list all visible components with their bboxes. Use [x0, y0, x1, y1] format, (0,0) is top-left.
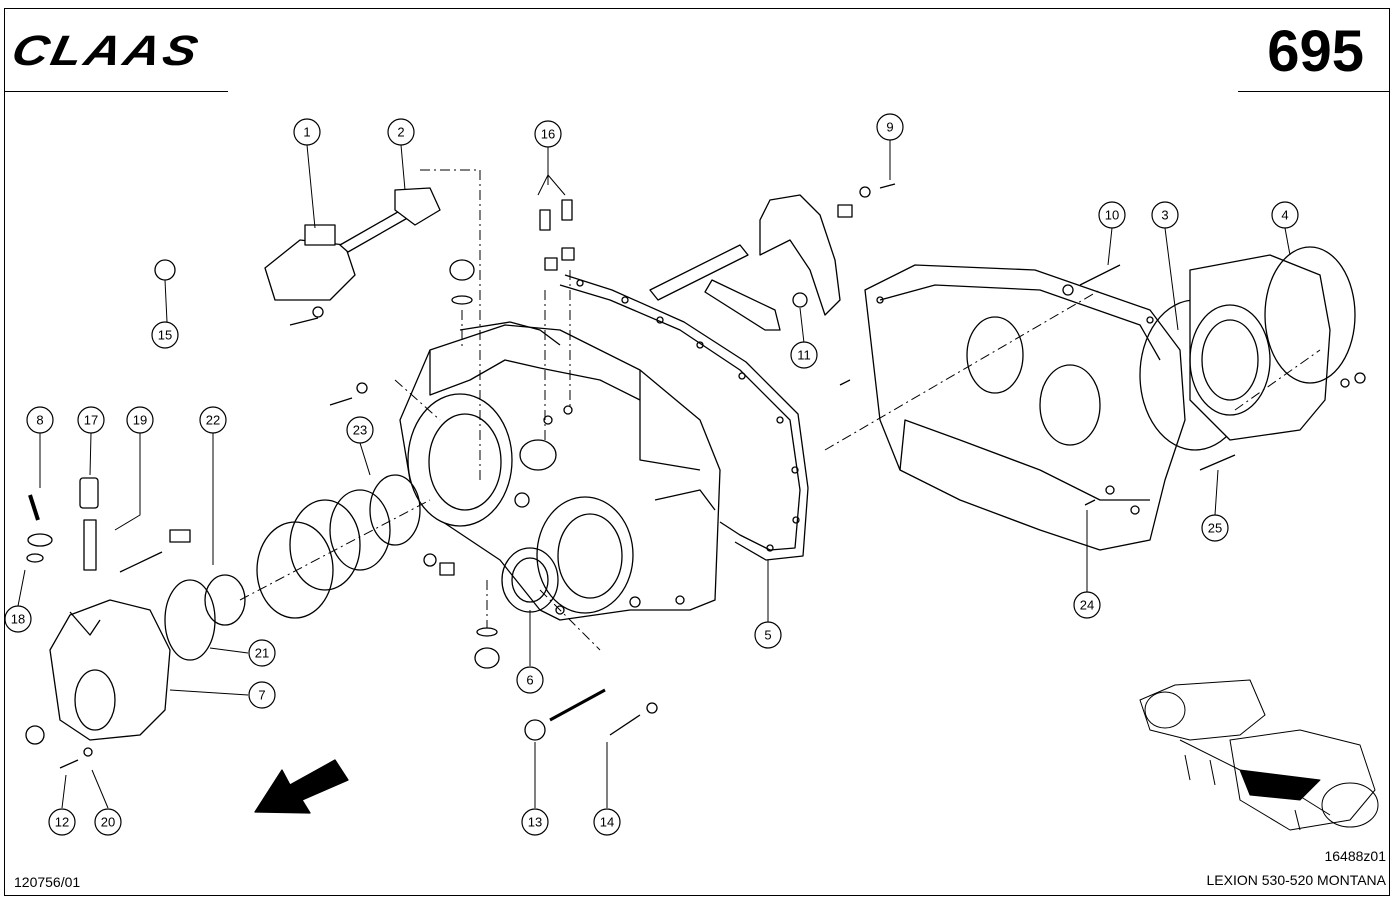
- callout-17: 17: [84, 413, 98, 428]
- callout-18: 18: [11, 612, 25, 627]
- drawing-id: 16488z01: [1324, 848, 1386, 864]
- callout-7: 7: [258, 688, 265, 703]
- front-cover-illustration: [49, 574, 246, 741]
- model-name: LEXION 530-520 MONTANA: [1206, 872, 1386, 888]
- callout-10: 10: [1105, 208, 1119, 223]
- overview-sketch: [1139, 679, 1379, 831]
- callout-25: 25: [1208, 521, 1222, 536]
- rear-housing-illustration: [864, 264, 1186, 551]
- callout-20: 20: [101, 815, 115, 830]
- document-number: 120756/01: [14, 874, 81, 890]
- callout-6: 6: [526, 673, 533, 688]
- selector-fork-illustration: [649, 194, 853, 331]
- header-rule-left: [4, 91, 228, 92]
- hydraulic-cylinder-illustration: [264, 187, 441, 301]
- leader-lines: [17, 140, 1291, 809]
- callout-8: 8: [36, 413, 43, 428]
- direction-arrow: [254, 759, 349, 814]
- callout-14: 14: [600, 815, 614, 830]
- callout-24: 24: [1080, 598, 1094, 613]
- callout-circles: [4, 113, 1299, 836]
- page-number: 695: [1267, 19, 1364, 84]
- callout-11: 11: [797, 348, 811, 363]
- center-lines: [239, 169, 1321, 651]
- gear-plate-illustration: [164, 579, 216, 661]
- gasket-illustration: [559, 274, 809, 561]
- end-cover-illustration: [1189, 246, 1356, 441]
- callout-1: 1: [303, 125, 310, 140]
- snap-rings-illustration: [256, 474, 421, 619]
- callout-19: 19: [133, 413, 147, 428]
- callout-4: 4: [1281, 208, 1288, 223]
- callout-9: 9: [886, 120, 893, 135]
- callout-3: 3: [1161, 208, 1168, 223]
- callout-16: 16: [541, 127, 555, 142]
- callout-2: 2: [397, 125, 404, 140]
- callout-15: 15: [158, 328, 172, 343]
- callout-5: 5: [764, 628, 771, 643]
- header-rule-right: [1238, 91, 1390, 92]
- fasteners-illustration: [25, 183, 1366, 769]
- callout-23: 23: [353, 423, 367, 438]
- callout-21: 21: [255, 646, 269, 661]
- callout-12: 12: [55, 815, 69, 830]
- callout-22: 22: [206, 413, 220, 428]
- drawing-frame: [4, 8, 1390, 896]
- callout-13: 13: [528, 815, 542, 830]
